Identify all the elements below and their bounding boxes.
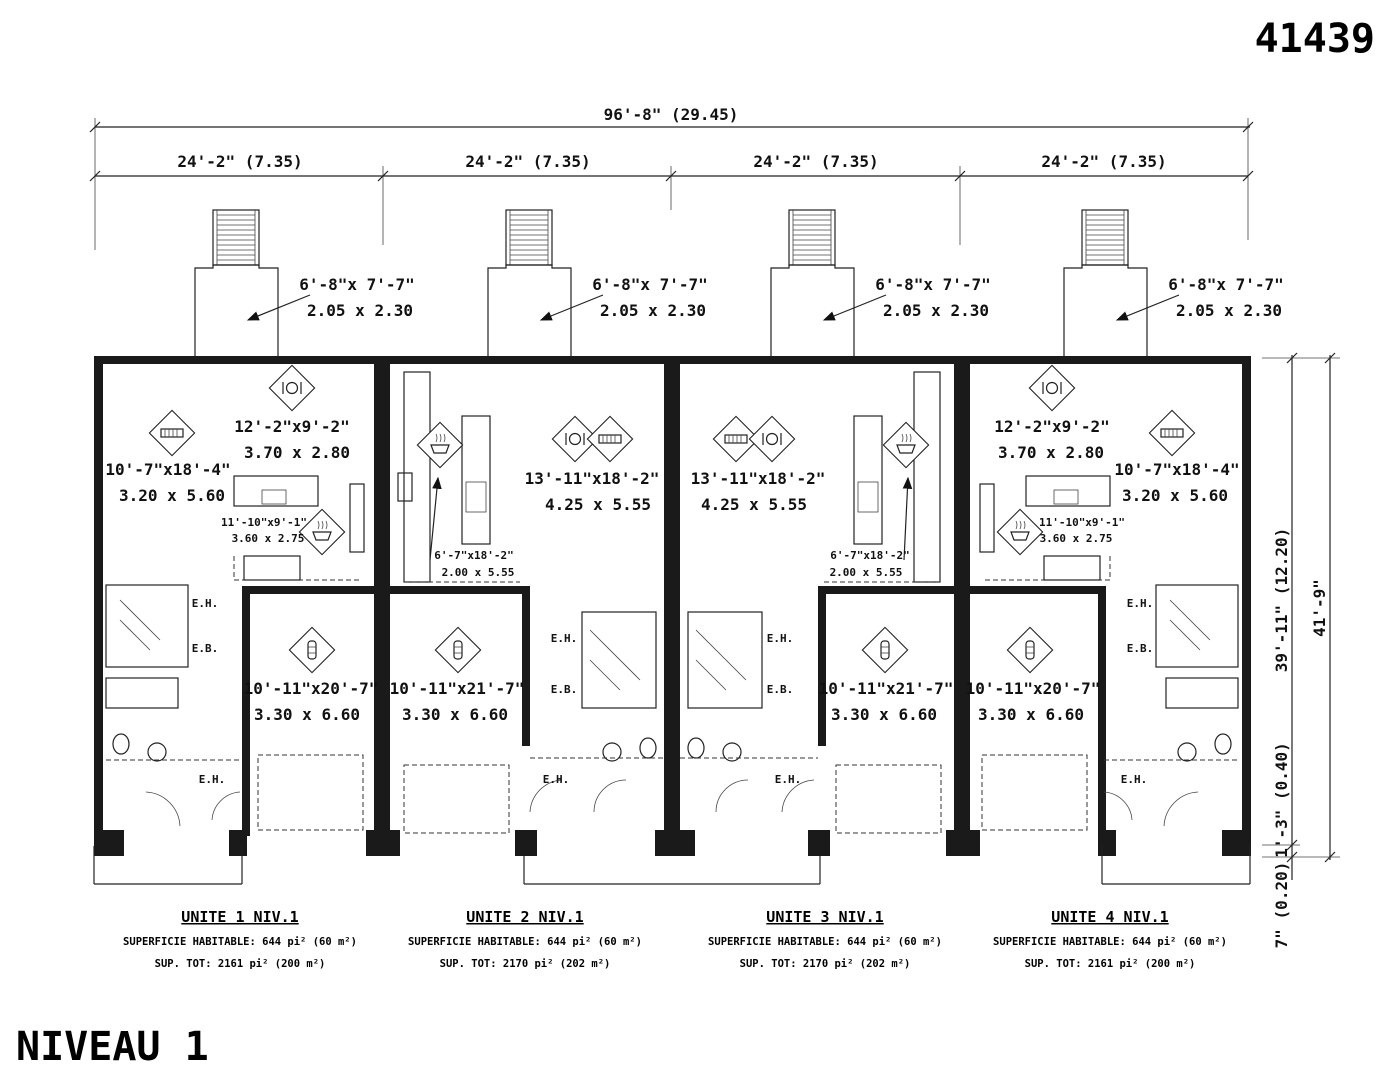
eh-label-u2-lower: E.H. [543, 773, 570, 786]
cooktop-icon [996, 508, 1044, 556]
u2-garage-metric: 3.30 x 6.60 [402, 705, 508, 724]
dining-icon [748, 415, 796, 463]
u1-living-imperial: 10'-7"x18'-4" [105, 460, 230, 479]
u3-living-imperial: 13'-11"x18'-2" [691, 469, 826, 488]
u2-garage-imperial: 10'-11"x21'-7" [390, 679, 525, 698]
u2-kitchen-imperial: 6'-7"x18'-2" [434, 549, 513, 562]
car-icon [1006, 626, 1054, 674]
unit-4-total: SUP. TOT: 2161 pi² (200 m²) [1025, 958, 1196, 970]
balcony-4-size-metric: 2.05 x 2.30 [1176, 301, 1282, 320]
eh-label-u1-upper: E.H. [192, 597, 219, 610]
balcony-4-size-imperial: 6'-8"x 7'-7" [1168, 275, 1284, 294]
main-depth-dimension: 39'-11" (12.20) [1272, 528, 1291, 673]
balcony-1-size-metric: 2.05 x 2.30 [307, 301, 413, 320]
eh-label-u1-lower: E.H. [199, 773, 226, 786]
u4-living-imperial: 10'-7"x18'-4" [1114, 460, 1239, 479]
equipment-labels: E.H. E.B. E.H. E.H. E.B. E.H. E.H. E.B. … [192, 597, 1154, 786]
u1-kitchen-metric: 3.60 x 2.75 [232, 532, 305, 545]
eh-label-u3-upper: E.H. [767, 632, 794, 645]
u3-living-metric: 4.25 x 5.55 [701, 495, 807, 514]
small-depth-dimension: 7" (0.20) [1272, 862, 1291, 949]
car-icon [861, 626, 909, 674]
balcony-3-size-imperial: 6'-8"x 7'-7" [875, 275, 991, 294]
u1-dining-metric: 3.70 x 2.80 [244, 443, 350, 462]
eh-label-u4-upper: E.H. [1127, 597, 1154, 610]
u3-garage-metric: 3.30 x 6.60 [831, 705, 937, 724]
u4-dining-metric: 3.70 x 2.80 [998, 443, 1104, 462]
u3-kitchen-imperial: 6'-7"x18'-2" [830, 549, 909, 562]
unit-1-habitable: SUPERFICIE HABITABLE: 644 pi² (60 m²) [123, 936, 357, 948]
u4-garage-metric: 3.30 x 6.60 [978, 705, 1084, 724]
balcony-2-size-metric: 2.05 x 2.30 [600, 301, 706, 320]
u1-kitchen-imperial: 11'-10"x9'-1" [221, 516, 307, 529]
eb-label-u1: E.B. [192, 642, 219, 655]
overall-dimension: 96'-8" (29.45) [604, 105, 739, 124]
unit-width-1: 24'-2" (7.35) [177, 152, 302, 171]
eh-label-u2-upper: E.H. [551, 632, 578, 645]
u4-kitchen-metric: 3.60 x 2.75 [1040, 532, 1113, 545]
dining-icon [1028, 364, 1076, 412]
u3-kitchen-metric: 2.00 x 5.55 [830, 566, 903, 579]
sofa-icon [586, 415, 634, 463]
sofa-icon [148, 409, 196, 457]
unit-width-4: 24'-2" (7.35) [1041, 152, 1166, 171]
eb-label-u4: E.B. [1127, 642, 1154, 655]
unit-2-habitable: SUPERFICIE HABITABLE: 644 pi² (60 m²) [408, 936, 642, 948]
unit-4-habitable: SUPERFICIE HABITABLE: 644 pi² (60 m²) [993, 936, 1227, 948]
eh-label-u3-lower: E.H. [775, 773, 802, 786]
balcony-unit-3: 6'-8"x 7'-7" 2.05 x 2.30 [770, 209, 991, 358]
total-depth-dimension: 41'-9" [1310, 579, 1329, 637]
cooktop-icon [882, 421, 930, 469]
balcony-1-size-imperial: 6'-8"x 7'-7" [299, 275, 415, 294]
u4-garage-imperial: 10'-11"x20'-7" [966, 679, 1101, 698]
unit-width-2: 24'-2" (7.35) [465, 152, 590, 171]
u1-garage-imperial: 10'-11"x20'-7" [244, 679, 379, 698]
step-depth-dimension: 1'-3" (0.40) [1272, 742, 1291, 858]
eh-label-u4-lower: E.H. [1121, 773, 1148, 786]
interior-fixtures [105, 371, 1240, 827]
garage-doors [93, 754, 1251, 885]
room-labels: 10'-7"x18'-4" 3.20 x 5.60 12'-2"x9'-2" 3… [105, 417, 1239, 724]
unit-2-title: UNITE 2 NIV.1 [466, 908, 583, 926]
u1-garage-metric: 3.30 x 6.60 [254, 705, 360, 724]
balcony-unit-1: 6'-8"x 7'-7" 2.05 x 2.30 [194, 209, 415, 358]
unit-1-total: SUP. TOT: 2161 pi² (200 m²) [155, 958, 326, 970]
u1-living-metric: 3.20 x 5.60 [119, 486, 225, 505]
balcony-unit-2: 6'-8"x 7'-7" 2.05 x 2.30 [487, 209, 708, 358]
balcony-unit-4: 6'-8"x 7'-7" 2.05 x 2.30 [1063, 209, 1284, 358]
car-icon [434, 626, 482, 674]
unit-3-habitable: SUPERFICIE HABITABLE: 644 pi² (60 m²) [708, 936, 942, 948]
u2-living-imperial: 13'-11"x18'-2" [525, 469, 660, 488]
u1-dining-imperial: 12'-2"x9'-2" [234, 417, 350, 436]
unit-summaries: UNITE 1 NIV.1 SUPERFICIE HABITABLE: 644 … [123, 908, 1227, 970]
car-icon [288, 626, 336, 674]
cooktop-icon [416, 421, 464, 469]
unit-3-title: UNITE 3 NIV.1 [766, 908, 883, 926]
unit-1-title: UNITE 1 NIV.1 [181, 908, 298, 926]
side-dimensions: 39'-11" (12.20) 41'-9" 1'-3" (0.40) 7" (… [1262, 352, 1340, 949]
u4-kitchen-imperial: 11'-10"x9'-1" [1039, 516, 1125, 529]
walls [94, 356, 1251, 856]
kitchen-arrows [429, 476, 913, 561]
u4-living-metric: 3.20 x 5.60 [1122, 486, 1228, 505]
unit-2-total: SUP. TOT: 2170 pi² (202 m²) [440, 958, 611, 970]
dining-icon [268, 364, 316, 412]
level-title: NIVEAU 1 [16, 1024, 209, 1070]
top-dimensions: 96'-8" (29.45) 24'-2" (7.35) 24'-2" (7.3… [89, 105, 1254, 250]
u3-garage-imperial: 10'-11"x21'-7" [819, 679, 954, 698]
balconies: 6'-8"x 7'-7" 2.05 x 2.30 6'-8"x 7'-7" 2.… [194, 209, 1284, 358]
u2-living-metric: 4.25 x 5.55 [545, 495, 651, 514]
u2-kitchen-metric: 2.00 x 5.55 [442, 566, 515, 579]
plan-number: 41439 [1255, 16, 1375, 62]
unit-width-3: 24'-2" (7.35) [753, 152, 878, 171]
u4-dining-imperial: 12'-2"x9'-2" [994, 417, 1110, 436]
eb-label-u3: E.B. [767, 683, 794, 696]
balcony-3-size-metric: 2.05 x 2.30 [883, 301, 989, 320]
eb-label-u2: E.B. [551, 683, 578, 696]
balcony-2-size-imperial: 6'-8"x 7'-7" [592, 275, 708, 294]
unit-3-total: SUP. TOT: 2170 pi² (202 m²) [740, 958, 911, 970]
sofa-icon [1148, 409, 1196, 457]
unit-4-title: UNITE 4 NIV.1 [1051, 908, 1168, 926]
